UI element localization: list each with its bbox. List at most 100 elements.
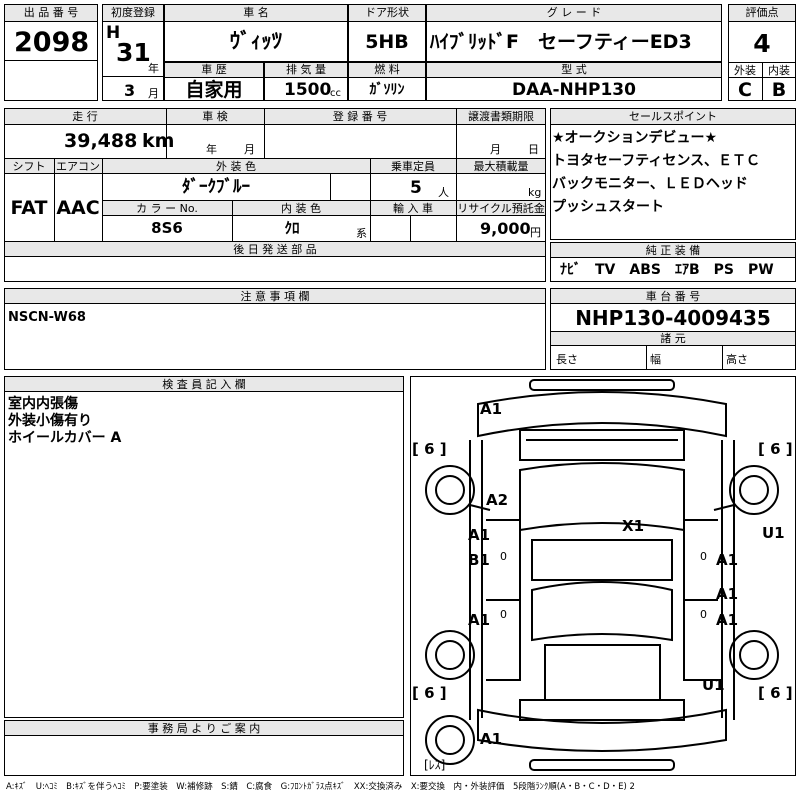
first-registration-label: 初度登録 [111, 6, 155, 19]
model-type-box [426, 62, 722, 101]
sales-point-line: バックモニター、ＬＥＤヘッド [552, 176, 748, 192]
displacement-box [264, 62, 348, 101]
interior-grade-value: B [771, 79, 787, 101]
spare-tire-label: [ﾚｽ] [424, 758, 446, 772]
import-label: 輸 入 車 [393, 202, 433, 215]
notes-box [4, 288, 546, 370]
info-table [4, 108, 546, 282]
door-label: ドア形状 [365, 6, 409, 19]
month-unit: 月 [148, 87, 159, 100]
color-number-label: カ ラ ー No. [136, 202, 198, 215]
interior-color-label: 内 装 色 [281, 202, 321, 215]
inspector-note-line: ホイールカバー A [8, 430, 122, 446]
door-value: 5HB [365, 31, 409, 53]
length-label: 長さ [556, 353, 578, 366]
displacement-label: 排 気 量 [286, 63, 326, 76]
office-notes-label: 事 務 局 よ り ご 案 内 [147, 722, 261, 735]
office-notes-box [4, 720, 404, 776]
mileage-unit: km [142, 130, 175, 152]
capacity-unit: 人 [438, 186, 449, 199]
grade-box [426, 4, 722, 62]
damage-mark: A1 [716, 585, 739, 603]
chassis-number-value: NHP130-4009435 [575, 306, 771, 330]
lot-number-box [4, 4, 98, 101]
tire-tread-front-right: [ 6 ] [758, 440, 793, 458]
transfer-day-unit: 日 [528, 143, 539, 156]
exterior-grade-label: 外装 [734, 64, 756, 77]
max-load-label: 最大積載量 [473, 160, 529, 173]
damage-mark: U1 [762, 524, 785, 542]
mileage-value: 39,488 [64, 130, 138, 152]
shift-label: シフト [12, 160, 46, 173]
recycle-value: 9,000 [480, 219, 531, 238]
shift-value: FAT [10, 197, 48, 219]
history-value: 自家用 [185, 79, 243, 101]
genuine-equipment-box [550, 242, 796, 282]
legend-text: A:ｷｽﾞ U:ﾍｺﾐ B:ｷｽﾞを伴うﾍｺﾐ P:要塗装 W:補修跡 S:錆 … [6, 782, 635, 792]
transfer-month-unit: 月 [490, 143, 501, 156]
damage-mark: B1 [468, 551, 490, 569]
lot-number-header [5, 5, 97, 21]
aircon-label: エアコン [56, 160, 100, 173]
year-value: 31 [116, 38, 151, 67]
door-box [348, 4, 426, 62]
genuine-equipment-value: ﾅﾋﾞ TV ABS ｴｱB PS PW [560, 262, 774, 278]
damage-mark: A1 [716, 551, 739, 569]
color-number-value: 8S6 [151, 219, 183, 237]
tire-tread-rear-right: [ 6 ] [758, 684, 793, 702]
fuel-box [348, 62, 426, 101]
damage-mark: A1 [480, 730, 503, 748]
score-value: 4 [753, 29, 771, 58]
era-value: H [106, 23, 121, 43]
aircon-value: AAC [56, 197, 100, 219]
model-type-value: DAA-NHP130 [512, 80, 636, 100]
notes-label: 注 意 事 項 欄 [240, 290, 310, 303]
fuel-value: ｶﾞｿﾘﾝ [369, 82, 405, 98]
recycle-unit: 円 [530, 226, 541, 239]
damage-mark: A1 [480, 400, 503, 418]
glass-mark: 0 [700, 608, 707, 621]
displacement-value: 1500 [284, 80, 332, 100]
damage-mark: X1 [622, 517, 645, 535]
inspector-note-line: 外装小傷有り [8, 413, 92, 429]
month-value: 3 [124, 81, 136, 100]
inspection-year-unit: 年 [206, 143, 217, 156]
inspection-label: 車 検 [202, 110, 228, 123]
fuel-label: 燃 料 [374, 63, 400, 76]
registration-number-label: 登 録 番 号 [332, 110, 388, 123]
sales-point-line: プッシュスタート [552, 199, 664, 215]
car-name-value: ｳﾞｨｯﾂ [229, 29, 283, 53]
exterior-color-label: 外 装 色 [216, 160, 256, 173]
inspector-notes-label: 検 査 員 記 入 欄 [162, 378, 246, 391]
glass-mark: 0 [500, 550, 507, 563]
capacity-value: 5 [410, 178, 422, 198]
capacity-label: 乗車定員 [391, 160, 435, 173]
lot-number-value: 2098 [14, 27, 90, 58]
chassis-box [550, 288, 796, 370]
year-unit: 年 [148, 62, 159, 75]
tire-tread-front-left: [ 6 ] [412, 440, 447, 458]
notes-value: NSCN-W68 [8, 310, 86, 325]
history-box [164, 62, 264, 101]
interior-grade-label: 内装 [768, 64, 790, 77]
tire-tread-rear-left: [ 6 ] [412, 684, 447, 702]
exterior-grade-value: C [738, 79, 752, 101]
sales-point-box [550, 108, 796, 240]
damage-mark: A1 [468, 526, 491, 544]
lot-number-label: 出 品 番 号 [23, 6, 79, 19]
recycle-label: リサイクル預託金 [457, 202, 545, 215]
inspection-month-unit: 月 [244, 143, 255, 156]
damage-mark: A2 [486, 491, 509, 509]
later-parts-label: 後 日 発 送 部 品 [233, 243, 317, 256]
glass-mark: 0 [500, 608, 507, 621]
interior-color-unit: 系 [356, 227, 367, 240]
score-label: 評価点 [745, 6, 779, 19]
grade-label: グ レ ー ド [546, 6, 602, 19]
chassis-number-label: 車 台 番 号 [645, 290, 701, 303]
height-label: 高さ [726, 353, 748, 366]
cc-unit: cc [330, 88, 341, 99]
sales-point-line: ★オークションデビュー★ [552, 130, 718, 146]
inspector-note-line: 室内内張傷 [8, 396, 78, 412]
transfer-deadline-label: 譲渡書類期限 [468, 110, 534, 123]
interior-color-value: ｸﾛ [284, 219, 300, 237]
